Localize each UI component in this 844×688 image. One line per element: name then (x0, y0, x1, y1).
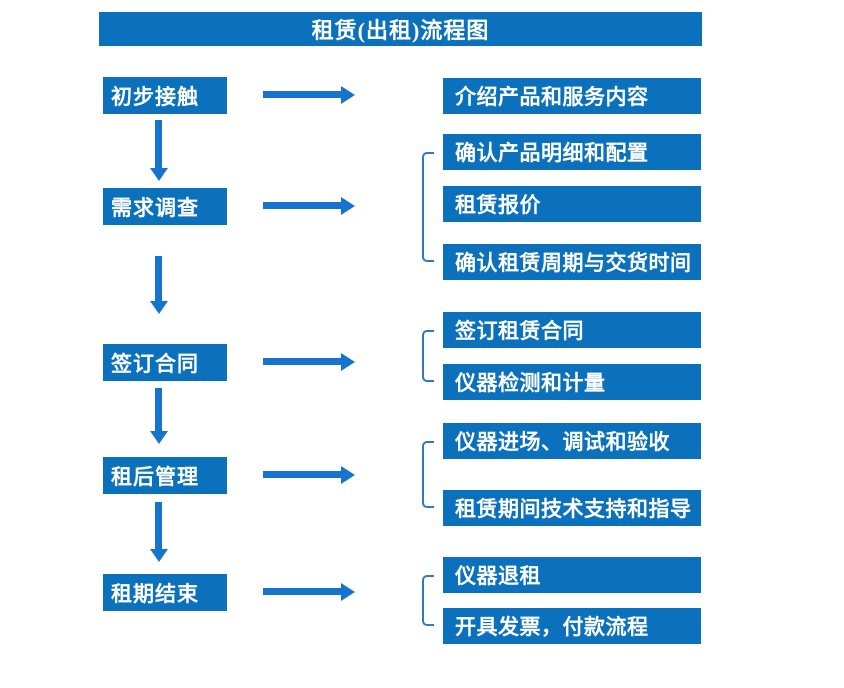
arrow-shaft (263, 588, 341, 595)
flowchart-title: 租赁(出租)流程图 (99, 12, 702, 46)
detail-box: 确认产品明细和配置 (443, 134, 701, 170)
arrow-head (150, 168, 168, 181)
bracket-connector (422, 575, 434, 626)
stage-initial-contact: 初步接触 (103, 77, 227, 114)
down-arrow-icon (150, 502, 168, 562)
right-arrow-icon (263, 466, 355, 484)
detail-box: 仪器检测和计量 (443, 364, 701, 400)
detail-box: 租赁期间技术支持和指导 (443, 490, 701, 526)
detail-box: 签订租赁合同 (443, 312, 701, 348)
arrow-head (341, 583, 355, 601)
arrow-head (341, 86, 355, 104)
bracket-connector (422, 152, 434, 262)
stage-post-rental-management: 租后管理 (103, 457, 227, 494)
detail-box: 仪器进场、调试和验收 (443, 423, 701, 459)
detail-box: 介绍产品和服务内容 (443, 78, 701, 114)
down-arrow-icon (150, 256, 168, 314)
right-arrow-icon (263, 197, 355, 215)
down-arrow-icon (150, 388, 168, 444)
down-arrow-icon (150, 120, 168, 181)
right-arrow-icon (263, 583, 355, 601)
stage-lease-end: 租期结束 (103, 574, 227, 611)
arrow-shaft (263, 358, 341, 365)
arrow-shaft (155, 256, 162, 301)
arrow-head (150, 431, 168, 444)
bracket-connector (422, 441, 434, 508)
detail-box: 确认租赁周期与交货时间 (443, 244, 701, 280)
arrow-head (341, 353, 355, 371)
detail-box: 租赁报价 (443, 186, 701, 222)
arrow-head (150, 301, 168, 314)
arrow-head (341, 466, 355, 484)
arrow-shaft (263, 91, 341, 98)
bracket-connector (422, 330, 434, 382)
arrow-shaft (263, 471, 341, 478)
arrow-shaft (263, 202, 341, 209)
right-arrow-icon (263, 86, 355, 104)
arrow-shaft (155, 502, 162, 549)
stage-demand-survey: 需求调查 (103, 188, 227, 225)
detail-box: 仪器退租 (443, 557, 701, 593)
right-arrow-icon (263, 353, 355, 371)
arrow-shaft (155, 388, 162, 431)
arrow-head (341, 197, 355, 215)
arrow-head (150, 549, 168, 562)
detail-box: 开具发票，付款流程 (443, 608, 701, 644)
arrow-shaft (155, 120, 162, 168)
stage-sign-contract: 签订合同 (103, 344, 227, 381)
